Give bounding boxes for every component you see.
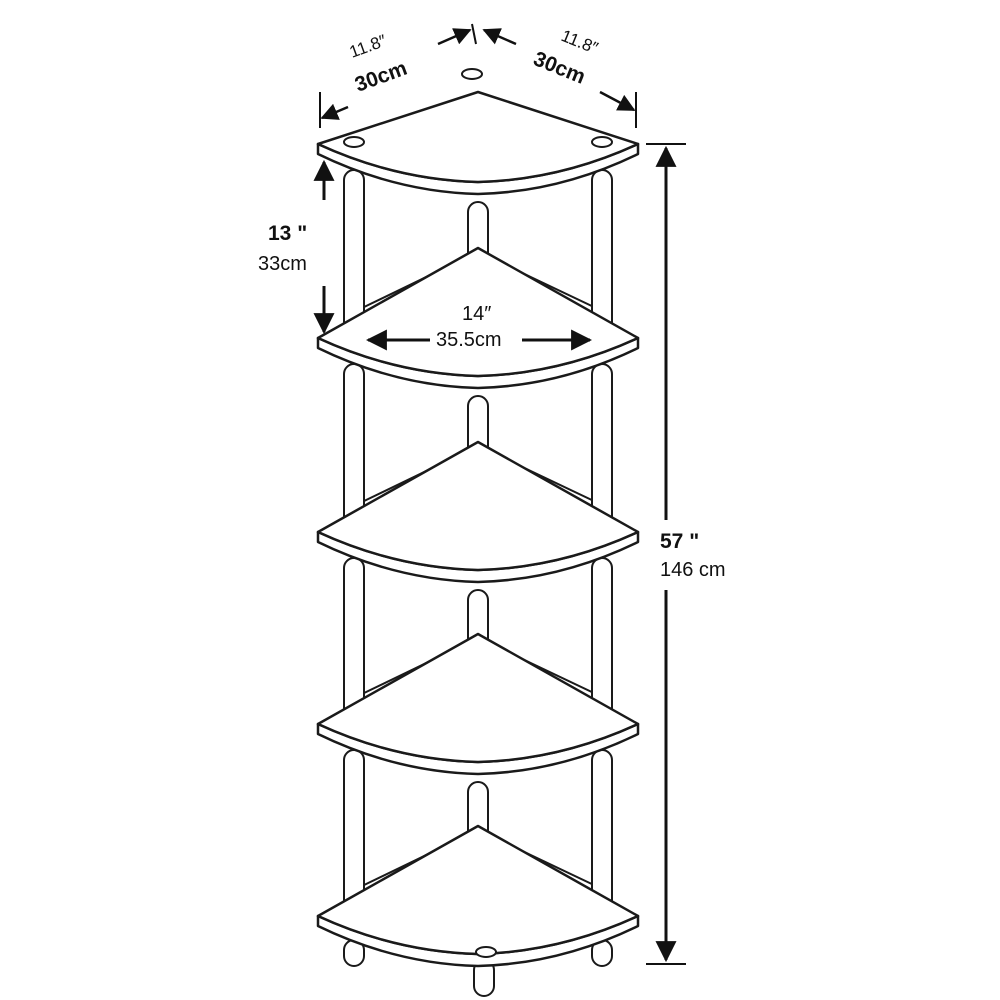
shelf-4 [316,632,640,764]
depth-right-inches: 11.8″ [559,26,601,58]
post-hole [475,946,497,958]
post-hole [343,136,365,148]
total-height-cm: 146 cm [660,559,726,581]
shelf-3 [316,440,640,572]
depth-right-cm: 30cm [530,47,588,88]
front-right-post [591,749,613,915]
shelf-width-cm: 35.5cm [436,329,502,351]
depth-left-cm: 30cm [352,57,410,97]
shelf-spacing-inches: 13 " [268,222,307,245]
shelf-spacing-cm: 33cm [258,253,307,275]
shelf-width-inches: 14″ [462,303,491,325]
total-height-dimension: 57 " 146 cm [646,143,726,965]
front-left-post [343,169,365,337]
shelf-spacing-dimension: 13 " 33cm [258,159,335,335]
front-right-post [591,557,613,723]
shelf-width-dimension: 14″ 35.5cm [365,303,593,351]
post-hole [461,68,483,80]
shelf-2 [316,246,640,378]
front-left-post [343,363,365,531]
shelf-1 [316,90,640,184]
front-right-post [591,169,613,337]
depth-left-inches: 11.8″ [347,31,389,62]
front-right-post [591,363,613,531]
front-left-post [343,557,365,723]
total-height-inches: 57 " [660,530,699,553]
shelf-5 [316,824,640,956]
shelf-structure [316,68,640,997]
post-hole [591,136,613,148]
front-left-post [343,749,365,915]
